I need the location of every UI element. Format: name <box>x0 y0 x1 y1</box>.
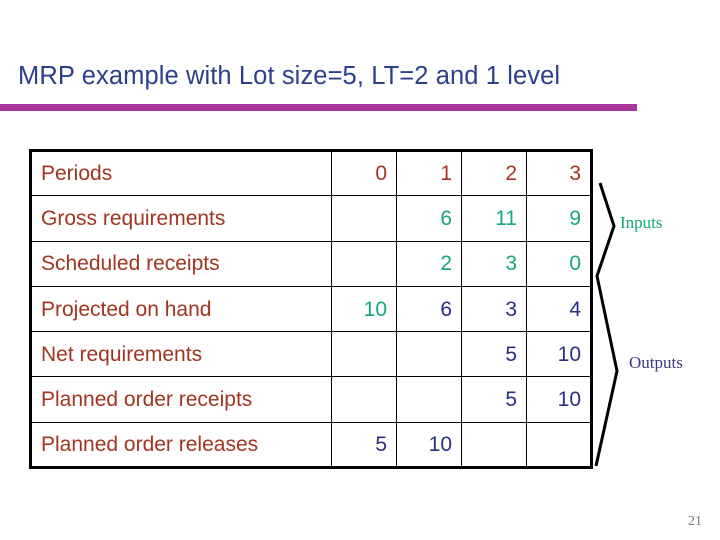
row-label-cell: Planned order releases <box>30 421 332 469</box>
page-title: MRP example with Lot size=5, LT=2 and 1 … <box>18 62 561 90</box>
row-label-cell: Scheduled receipts <box>30 240 332 287</box>
outputs-annotation-label: Outputs <box>629 353 683 372</box>
value-cell: 10 <box>331 285 397 333</box>
value-cell: 5 <box>461 331 527 378</box>
value-cell <box>396 376 462 423</box>
value-cell: 11 <box>461 195 527 242</box>
row-label-cell: Gross requirements <box>30 195 332 242</box>
value-cell: 10 <box>526 331 592 378</box>
value-cell <box>461 421 527 469</box>
value-cell: 4 <box>526 285 592 333</box>
value-cell: 3 <box>526 149 592 197</box>
value-cell: 10 <box>396 421 462 469</box>
value-cell: 5 <box>461 376 527 423</box>
row-label-cell: Net requirements <box>30 331 332 378</box>
row-label-cell: Periods <box>30 149 332 197</box>
value-cell: 2 <box>461 149 527 197</box>
title-divider-rule <box>0 104 637 111</box>
value-cell: 5 <box>331 421 397 469</box>
value-cell <box>331 240 397 287</box>
slide-page-number: 21 <box>688 514 702 529</box>
value-cell <box>331 376 397 423</box>
value-cell: 0 <box>526 240 592 287</box>
value-cell: 0 <box>331 149 397 197</box>
value-cell: 10 <box>526 376 592 423</box>
brace-zigzag-path <box>594 182 619 467</box>
value-cell: 1 <box>396 149 462 197</box>
row-label-cell: Projected on hand <box>30 285 332 333</box>
row-label-cell: Planned order receipts <box>30 376 332 423</box>
value-cell <box>331 331 397 378</box>
value-cell <box>526 421 592 469</box>
value-cell: 3 <box>461 285 527 333</box>
value-cell: 2 <box>396 240 462 287</box>
inputs-annotation-label: Inputs <box>620 213 663 232</box>
value-cell: 9 <box>526 195 592 242</box>
value-cell: 3 <box>461 240 527 287</box>
value-cell: 6 <box>396 195 462 242</box>
value-cell <box>396 331 462 378</box>
value-cell <box>331 195 397 242</box>
value-cell: 6 <box>396 285 462 333</box>
